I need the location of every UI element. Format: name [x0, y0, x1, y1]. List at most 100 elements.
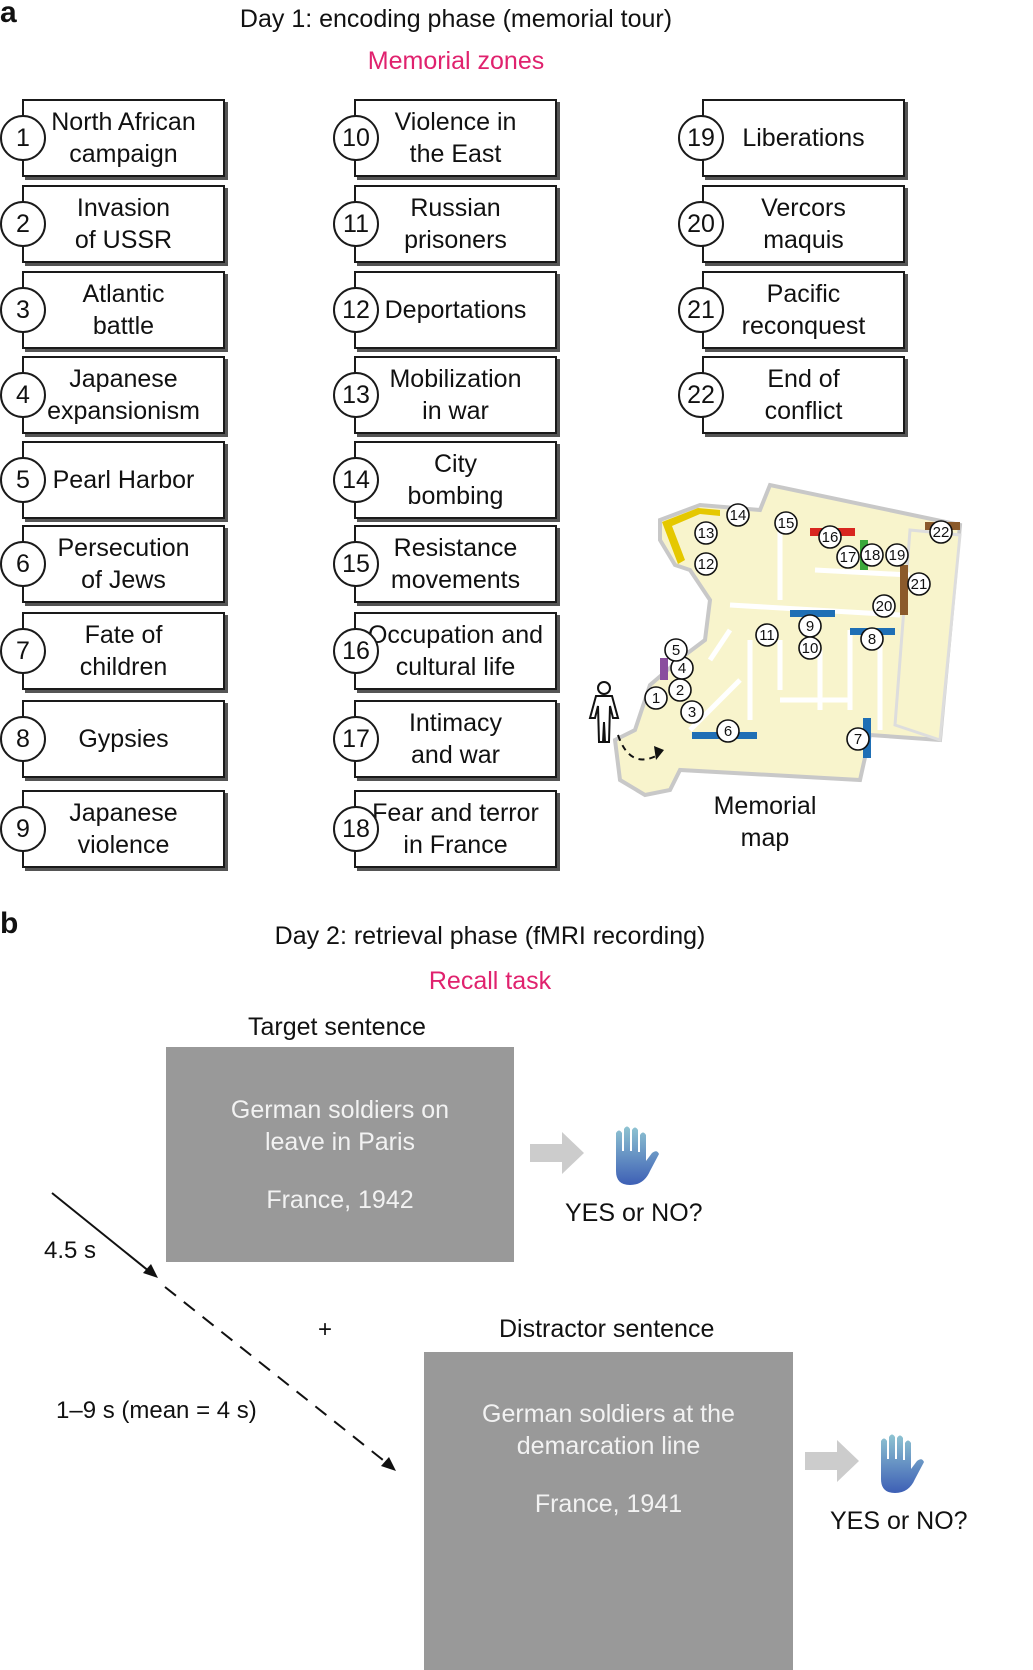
zone-number: 14: [333, 457, 379, 503]
map-zone-number: 8: [868, 631, 876, 648]
map-marker-blue-1: [790, 610, 835, 617]
zone-box: Intimacy and war: [354, 700, 557, 778]
map-zone-number: 18: [864, 547, 881, 564]
map-zone-circle: [872, 594, 896, 618]
zone-box: Occupation and cultural life: [354, 612, 557, 690]
map-zone-number: 20: [876, 598, 893, 615]
isi-duration-arrow: [164, 1286, 389, 1465]
stimulus-duration-label: 4.5 s: [44, 1237, 97, 1264]
map-zone-number: 6: [724, 723, 732, 740]
target-response-text: YES or NO?: [565, 1199, 703, 1227]
panel-b-subtitle: Recall task: [428, 967, 552, 995]
map-zone-number: 21: [911, 576, 928, 593]
zone-number: 4: [0, 372, 46, 418]
zone-box: Japanese violence: [22, 790, 225, 868]
map-zone-number: 13: [698, 525, 715, 542]
zone-number: 10: [333, 115, 379, 161]
zone-label: Liberations: [742, 124, 865, 152]
zone-label: Russian prisoners: [404, 194, 507, 254]
target-response-arrow: [530, 1132, 584, 1174]
map-zone-circle: [798, 636, 822, 660]
zone-label: Vercors maquis: [761, 194, 846, 254]
map-zone-circle: [929, 520, 953, 544]
fixation-cross: +: [318, 1316, 333, 1343]
zone-box: Pacific reconquest: [702, 271, 905, 349]
zone-box: City bombing: [354, 441, 557, 519]
zone-label: Persecution of Jews: [57, 534, 190, 594]
map-zone-number: 17: [840, 549, 857, 566]
distractor-sentence-label: Distractor sentence: [499, 1315, 715, 1343]
distractor-response-arrow: [805, 1440, 859, 1482]
hand-icon: [616, 1126, 659, 1185]
map-zone-number: 10: [802, 640, 819, 657]
memorial-map-label: Memorial map: [713, 792, 817, 852]
distractor-response-text: YES or NO?: [830, 1507, 968, 1535]
map-zone-number: 14: [730, 507, 747, 524]
map-zone-number: 1: [652, 690, 660, 707]
map-zone-number: 3: [688, 704, 696, 721]
map-zone-circle: [726, 503, 750, 527]
map-zone-circle: [907, 572, 931, 596]
zone-box: Pearl Harbor: [22, 441, 225, 519]
zone-box: Vercors maquis: [702, 185, 905, 263]
map-zone-circle: [716, 719, 740, 743]
zone-box: Atlantic battle: [22, 271, 225, 349]
zone-label: Atlantic battle: [82, 280, 165, 340]
map-zone-circle: [664, 638, 688, 662]
zone-number: 5: [0, 457, 46, 503]
zone-number: 20: [678, 201, 724, 247]
zone-number: 17: [333, 716, 379, 762]
map-zone-number: 2: [676, 682, 684, 699]
target-place-date: France, 1942: [266, 1186, 414, 1214]
panel-b-title: Day 2: retrieval phase (fMRI recording): [274, 922, 706, 950]
zone-number: 8: [0, 716, 46, 762]
zone-box: Fate of children: [22, 612, 225, 690]
panel-a-title: Day 1: encoding phase (memorial tour): [239, 5, 673, 33]
target-sentence-text: German soldiers on leave in Paris: [230, 1096, 450, 1156]
map-marker-brown: [900, 565, 908, 615]
zone-label: Intimacy and war: [408, 709, 503, 769]
map-zone-circle: [694, 552, 718, 576]
zone-number: 16: [333, 628, 379, 674]
map-marker-purple: [660, 658, 668, 680]
zone-label: End of conflict: [764, 365, 843, 425]
zone-number: 2: [0, 201, 46, 247]
zone-label: Fate of children: [79, 621, 168, 681]
zone-number: 3: [0, 287, 46, 333]
map-zone-circle: [860, 543, 884, 567]
zone-number: 12: [333, 287, 379, 333]
map-zone-number: 19: [889, 547, 906, 564]
zone-box: Violence in the East: [354, 99, 557, 177]
panel-b-letter: b: [0, 907, 19, 940]
map-zone-circle: [818, 525, 842, 549]
map-zone-number: 12: [698, 556, 715, 573]
isi-duration-label: 1–9 s (mean = 4 s): [56, 1397, 257, 1424]
map-zone-number: 9: [806, 618, 814, 635]
target-sentence-label: Target sentence: [248, 1013, 426, 1041]
zone-number: 15: [333, 541, 379, 587]
map-zone-circle: [846, 727, 870, 751]
zone-label: Violence in the East: [394, 108, 517, 168]
panel-a-letter: a: [0, 0, 17, 29]
zone-number: 21: [678, 287, 724, 333]
zone-label: Resistance movements: [390, 534, 521, 594]
distractor-place-date: France, 1941: [534, 1490, 683, 1518]
map-zone-number: 16: [822, 529, 839, 546]
zone-label: North African campaign: [51, 108, 196, 168]
target-stimulus-box: German soldiers on leave in Paris France…: [166, 1047, 514, 1262]
zone-box: Persecution of Jews: [22, 525, 225, 603]
zone-number: 6: [0, 541, 46, 587]
zone-label: Occupation and cultural life: [367, 621, 544, 681]
zone-box: Resistance movements: [354, 525, 557, 603]
zone-box: Japanese expansionism: [22, 356, 225, 434]
zone-box: North African campaign: [22, 99, 225, 177]
zone-label: Pearl Harbor: [52, 466, 195, 494]
zone-label: Deportations: [384, 296, 527, 324]
zone-box: Invasion of USSR: [22, 185, 225, 263]
map-zone-number: 4: [678, 660, 686, 677]
hand-icon: [881, 1434, 924, 1493]
map-zone-number: 5: [672, 642, 680, 659]
zone-box: Fear and terror in France: [354, 790, 557, 868]
